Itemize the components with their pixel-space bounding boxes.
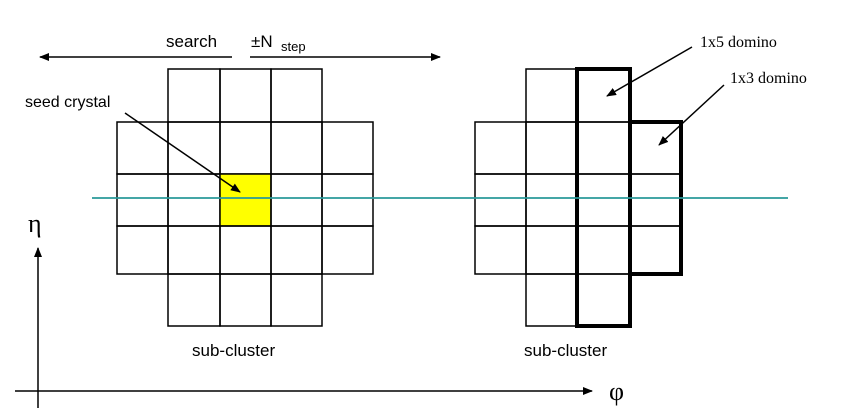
crystal-cell	[116, 225, 169, 275]
crystal-cell	[219, 121, 272, 175]
crystal-cell	[219, 273, 272, 327]
crystal-cell	[321, 121, 374, 175]
crystal-cell	[167, 225, 221, 275]
step-subscript: step	[281, 39, 306, 54]
domino-1x5-label: 1x5 domino	[700, 34, 777, 51]
crystal-cell	[219, 225, 272, 275]
domino-1x3-arrow	[658, 84, 725, 146]
domino-1x3-label: 1x3 domino	[730, 70, 807, 87]
domino-1x5-arrow	[606, 46, 693, 97]
search-label: search	[166, 32, 217, 51]
crystal-cell	[629, 121, 682, 175]
crystal-cell	[116, 173, 169, 227]
crystal-cell	[474, 121, 527, 175]
seed-crystal-arrow	[124, 112, 241, 193]
crystal-cell	[116, 121, 169, 175]
crystal-cell	[629, 225, 682, 275]
crystal-cell	[321, 173, 374, 227]
crystal-cell	[167, 273, 221, 327]
sub-cluster-left-label: sub-cluster	[192, 341, 275, 360]
crystal-cell	[474, 225, 527, 275]
pm-n-label: ±N	[251, 32, 273, 51]
crystal-cell	[576, 68, 631, 123]
sub-cluster-right-label: sub-cluster	[524, 341, 607, 360]
crystal-cell	[525, 121, 578, 175]
phi-axis-label: φ	[609, 377, 624, 406]
crystal-cell	[576, 225, 631, 275]
crystal-cell	[629, 173, 682, 227]
crystal-cell	[525, 173, 578, 227]
seed-crystal-label: seed crystal	[25, 94, 110, 111]
crystal-cell	[270, 68, 323, 123]
crystal-cell	[576, 173, 631, 227]
crystal-cell	[525, 273, 578, 327]
left-sub-cluster-grid	[116, 68, 374, 327]
crystal-cell	[167, 173, 221, 227]
crystal-cell	[474, 173, 527, 227]
crystal-cell	[167, 68, 221, 123]
crystal-cell	[270, 121, 323, 175]
seed-crystal-cell	[219, 173, 272, 227]
crystal-cell	[576, 273, 631, 327]
crystal-cell	[576, 121, 631, 175]
crystal-cell	[525, 68, 578, 123]
crystal-cell	[270, 225, 323, 275]
eta-axis-label: η	[28, 209, 42, 238]
crystal-cell	[219, 68, 272, 123]
crystal-cell	[270, 173, 323, 227]
crystal-cell	[270, 273, 323, 327]
crystal-cell	[321, 225, 374, 275]
crystal-cell	[525, 225, 578, 275]
